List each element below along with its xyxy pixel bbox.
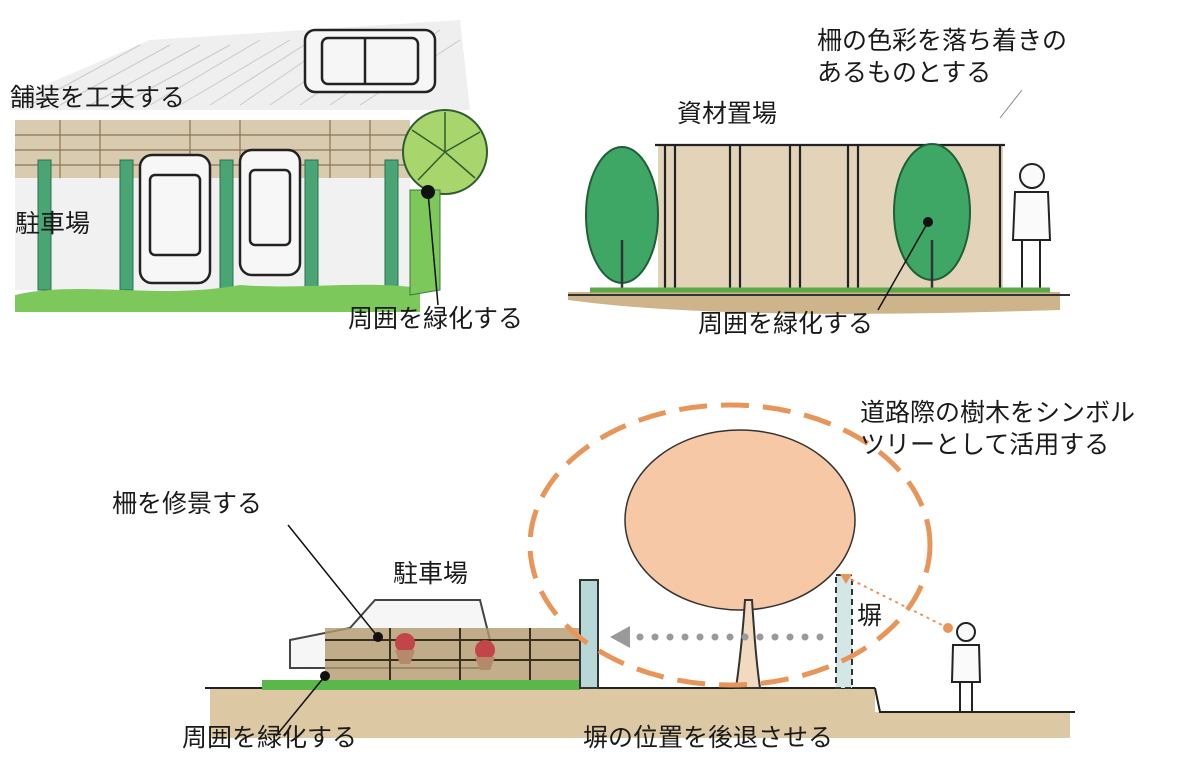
road-car <box>303 28 437 94</box>
symbol-tree-label-line1: 道路際の樹木をシンボル <box>860 398 1136 427</box>
person-figure <box>1011 163 1052 292</box>
top-right-panel <box>568 89 1070 314</box>
greening-label-bottom: 周囲を緑化する <box>182 723 358 752</box>
greening-label-top-left: 周囲を緑化する <box>348 304 524 333</box>
parked-cars <box>138 148 302 285</box>
flower-pots <box>395 633 495 670</box>
symbol-tree-label-line2: ツリーとして活用する <box>860 430 1110 459</box>
fence-landscape-label: 柵を修景する <box>112 489 263 518</box>
bottom-person <box>950 622 982 712</box>
parking-label-top: 駐車場 <box>15 209 91 238</box>
parking-label-bottom: 駐車場 <box>393 559 469 588</box>
materials-yard-label: 資材置場 <box>677 99 778 128</box>
wall-label: 塀 <box>857 601 883 630</box>
top-left-panel <box>10 20 488 312</box>
bottom-panel <box>205 402 1075 738</box>
greening-label-top-right: 周囲を緑化する <box>698 309 874 338</box>
fence-color-label-line2: あるものとする <box>817 58 992 87</box>
wall-setback-label: 塀の位置を後退させる <box>583 723 834 752</box>
paving-label: 舗装を工夫する <box>10 83 186 112</box>
fence-color-label-line1: 柵の色彩を落ち着きの <box>817 26 1068 55</box>
